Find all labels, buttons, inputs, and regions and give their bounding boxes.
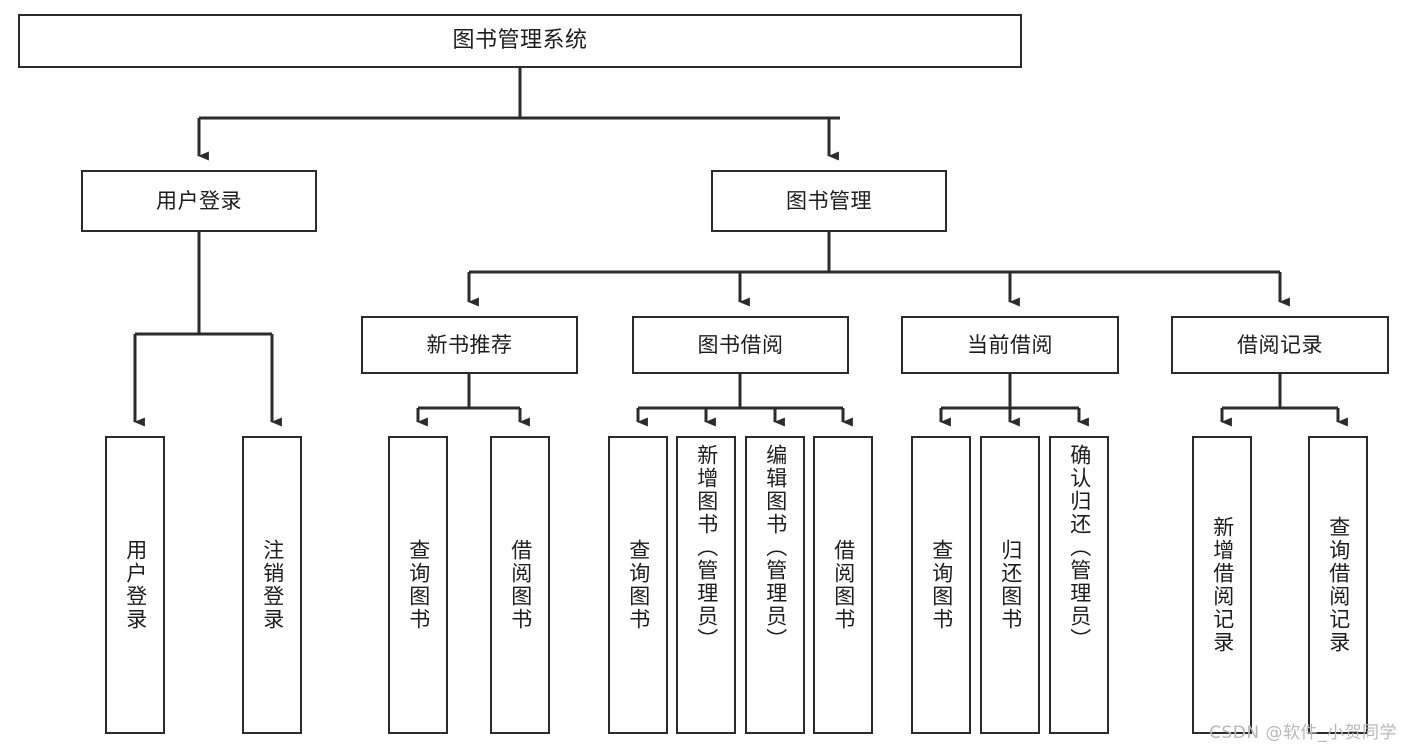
- node-leaf-add-record-label: 新增借阅记录: [1210, 516, 1235, 654]
- node-leaf-query-book-1-label: 查询图书: [406, 539, 431, 631]
- watermark: CSDN @软件_小贺同学: [1209, 723, 1397, 743]
- node-leaf-return-book-label: 归还图书: [998, 539, 1023, 631]
- node-leaf-query-record[interactable]: 查询借阅记录: [1308, 436, 1368, 734]
- node-leaf-query-record-label: 查询借阅记录: [1326, 516, 1351, 654]
- node-leaf-user-login-label: 用户登录: [123, 539, 148, 631]
- node-user-login-label: 用户登录: [156, 188, 242, 213]
- node-book-borrow[interactable]: 图书借阅: [632, 316, 849, 374]
- node-leaf-add-book-label: 新增图书（管理员）: [694, 444, 719, 651]
- node-leaf-edit-book-label: 编辑图书（管理员）: [763, 444, 788, 651]
- node-root[interactable]: 图书管理系统: [18, 14, 1022, 68]
- node-leaf-query-book-3[interactable]: 查询图书: [911, 436, 971, 734]
- node-leaf-query-book-2-label: 查询图书: [626, 539, 651, 631]
- node-new-book-recommend-label: 新书推荐: [426, 332, 513, 357]
- node-leaf-return-book[interactable]: 归还图书: [980, 436, 1040, 734]
- node-book-borrow-label: 图书借阅: [697, 332, 784, 357]
- node-root-label: 图书管理系统: [452, 28, 588, 54]
- node-leaf-logout-login[interactable]: 注销登录: [242, 436, 302, 734]
- node-leaf-borrow-book-2-label: 借阅图书: [831, 539, 856, 631]
- node-leaf-add-record[interactable]: 新增借阅记录: [1192, 436, 1252, 734]
- node-leaf-confirm-return-label: 确认归还（管理员）: [1067, 444, 1092, 651]
- node-book-manage[interactable]: 图书管理: [711, 170, 947, 232]
- node-leaf-borrow-book-2[interactable]: 借阅图书: [813, 436, 873, 734]
- node-leaf-user-login[interactable]: 用户登录: [105, 436, 165, 734]
- node-leaf-borrow-book-1-label: 借阅图书: [508, 539, 533, 631]
- node-current-borrow[interactable]: 当前借阅: [901, 316, 1119, 374]
- node-leaf-edit-book[interactable]: 编辑图书（管理员）: [745, 436, 805, 734]
- node-leaf-confirm-return[interactable]: 确认归还（管理员）: [1049, 436, 1109, 734]
- node-borrow-record[interactable]: 借阅记录: [1171, 316, 1389, 374]
- node-leaf-query-book-1[interactable]: 查询图书: [388, 436, 448, 734]
- node-current-borrow-label: 当前借阅: [967, 332, 1053, 357]
- node-leaf-borrow-book-1[interactable]: 借阅图书: [490, 436, 550, 734]
- node-leaf-query-book-2[interactable]: 查询图书: [608, 436, 668, 734]
- node-leaf-query-book-3-label: 查询图书: [929, 539, 954, 631]
- node-new-book-recommend[interactable]: 新书推荐: [361, 316, 578, 374]
- node-user-login[interactable]: 用户登录: [81, 170, 317, 232]
- node-book-manage-label: 图书管理: [786, 188, 872, 213]
- node-borrow-record-label: 借阅记录: [1237, 332, 1323, 357]
- node-leaf-logout-login-label: 注销登录: [260, 539, 285, 631]
- node-leaf-add-book[interactable]: 新增图书（管理员）: [676, 436, 736, 734]
